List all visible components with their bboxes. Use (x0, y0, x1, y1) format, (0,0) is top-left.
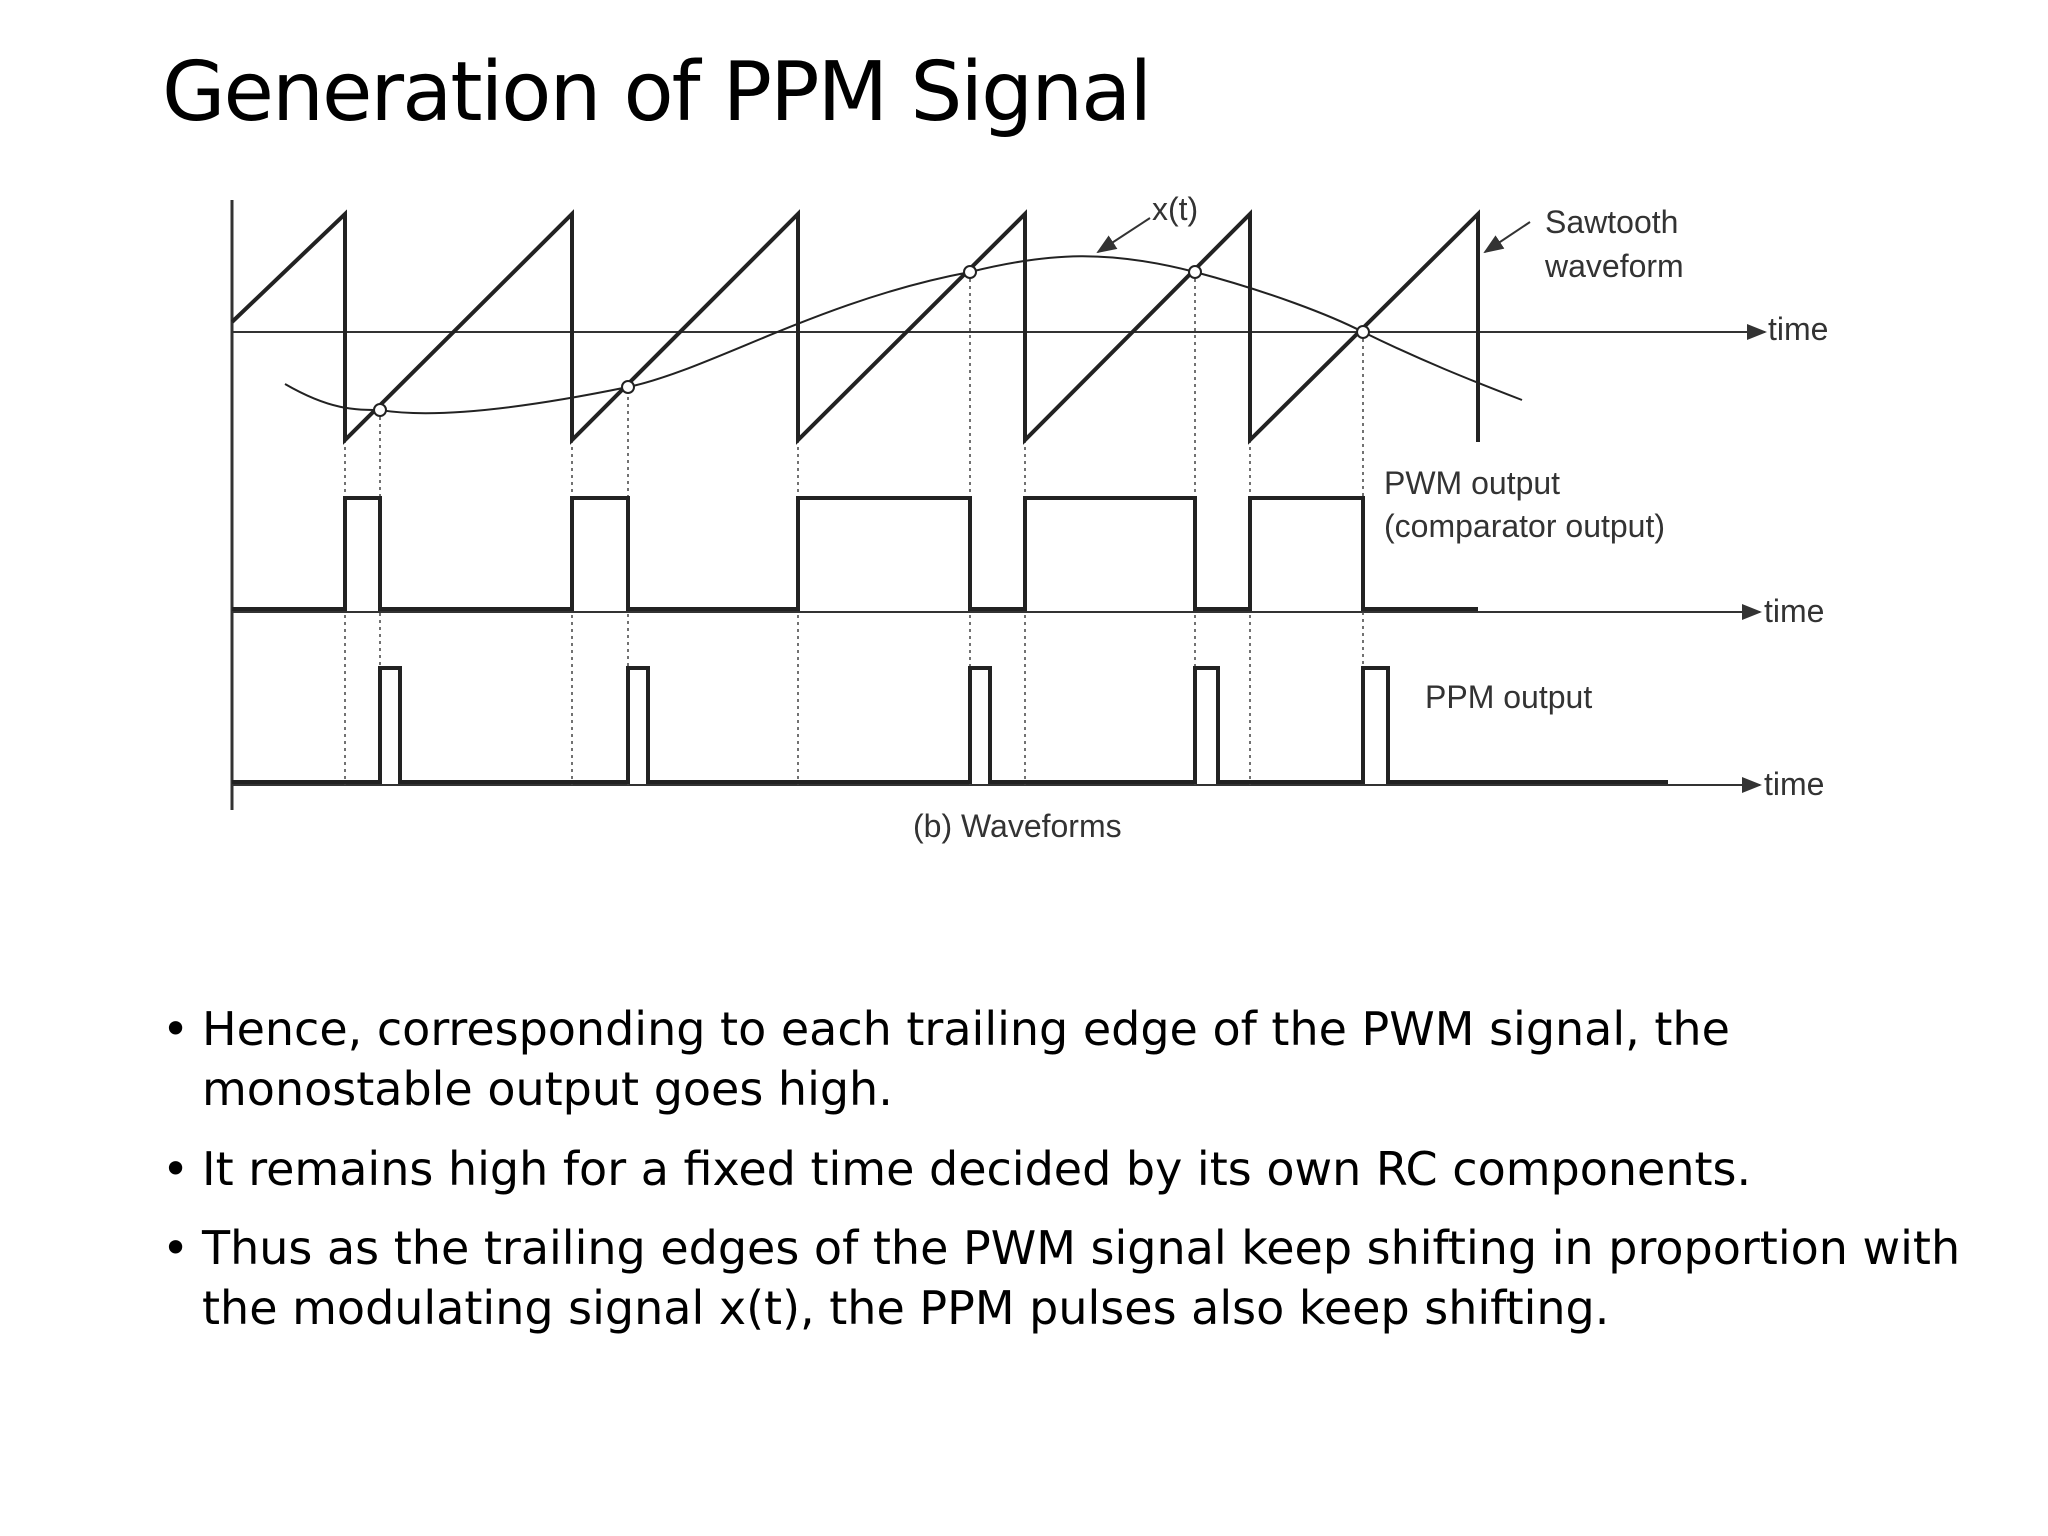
slide-title: Generation of PPM Signal (162, 45, 1152, 140)
sawtooth-label-line1: Sawtooth (1545, 204, 1678, 240)
bullet-item: Hence, corresponding to each trailing ed… (162, 1000, 1962, 1120)
ppm-label: PPM output (1425, 679, 1592, 715)
bullet-list: Hence, corresponding to each trailing ed… (162, 1000, 1962, 1359)
time-label-ppm: time (1764, 766, 1824, 802)
bullet-item: Thus as the trailing edges of the PWM si… (162, 1219, 1962, 1339)
sawtooth-label-line2: waveform (1544, 248, 1684, 284)
diagram-caption: (b) Waveforms (913, 808, 1122, 844)
pwm-label-line1: PWM output (1384, 465, 1560, 501)
guide-lines (344, 272, 1364, 785)
ppm-output-waveform (232, 666, 1668, 784)
signal-label: x(t) (1152, 191, 1198, 227)
time-label-pwm: time (1764, 593, 1824, 629)
xt-label-arrow (1096, 217, 1151, 254)
pwm-label-line2: (comparator output) (1384, 508, 1665, 544)
pwm-output-waveform (232, 496, 1478, 611)
bullet-item: It remains high for a fixed time decided… (162, 1140, 1962, 1200)
intersection-points (373, 265, 1370, 417)
sawtooth-waveform (230, 209, 1480, 445)
sawtooth-label-arrow (1483, 221, 1531, 254)
time-label-sawtooth: time (1768, 311, 1828, 347)
